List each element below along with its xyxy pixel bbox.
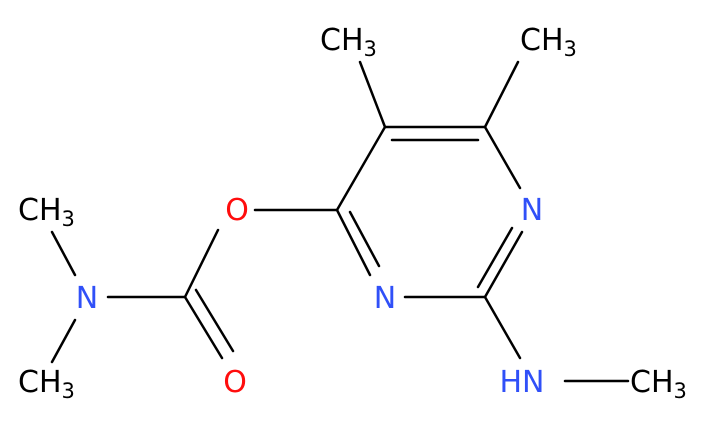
bond-n3-c4 [335,208,372,277]
bond-c5-c4 [335,125,387,212]
bonds [50,60,630,383]
bond-c6-methyl [483,60,520,129]
atom-n-ring-bottom: N [374,281,396,316]
atom-n-ring-right: N [521,193,543,228]
atom-ch3-n-top: CH3 [18,193,75,231]
atom-ch3-top-right: CH3 [520,23,577,61]
atom-o-ester: O [225,193,249,228]
bond-c6-n1 [483,125,522,190]
atom-ch3-nh: CH3 [630,365,687,403]
bond-c2-nh [483,295,522,360]
bond-c-o-carbonyl-double [194,288,235,353]
bond-n1-c2-double [476,226,514,289]
atom-nh: HN [500,365,545,400]
bond-n-methyl-top [50,230,77,277]
atoms: CH3 CH3 O N N CH3 N CH3 O HN CH3 [18,23,687,403]
atom-o-carbonyl: O [223,365,247,400]
bond-o-carbonyl-c [183,228,220,299]
bond-n1-c2 [483,230,524,299]
bond-n-methyl-bottom [50,318,77,364]
bond-c5-methyl [358,60,387,129]
atom-ch3-n-bottom: CH3 [18,365,75,403]
bond-n3-c4-double [348,210,381,268]
bond-c-o-carbonyl [183,295,224,360]
atom-ch3-top-left: CH3 [320,23,377,61]
atom-n-carbamate: N [76,281,98,316]
